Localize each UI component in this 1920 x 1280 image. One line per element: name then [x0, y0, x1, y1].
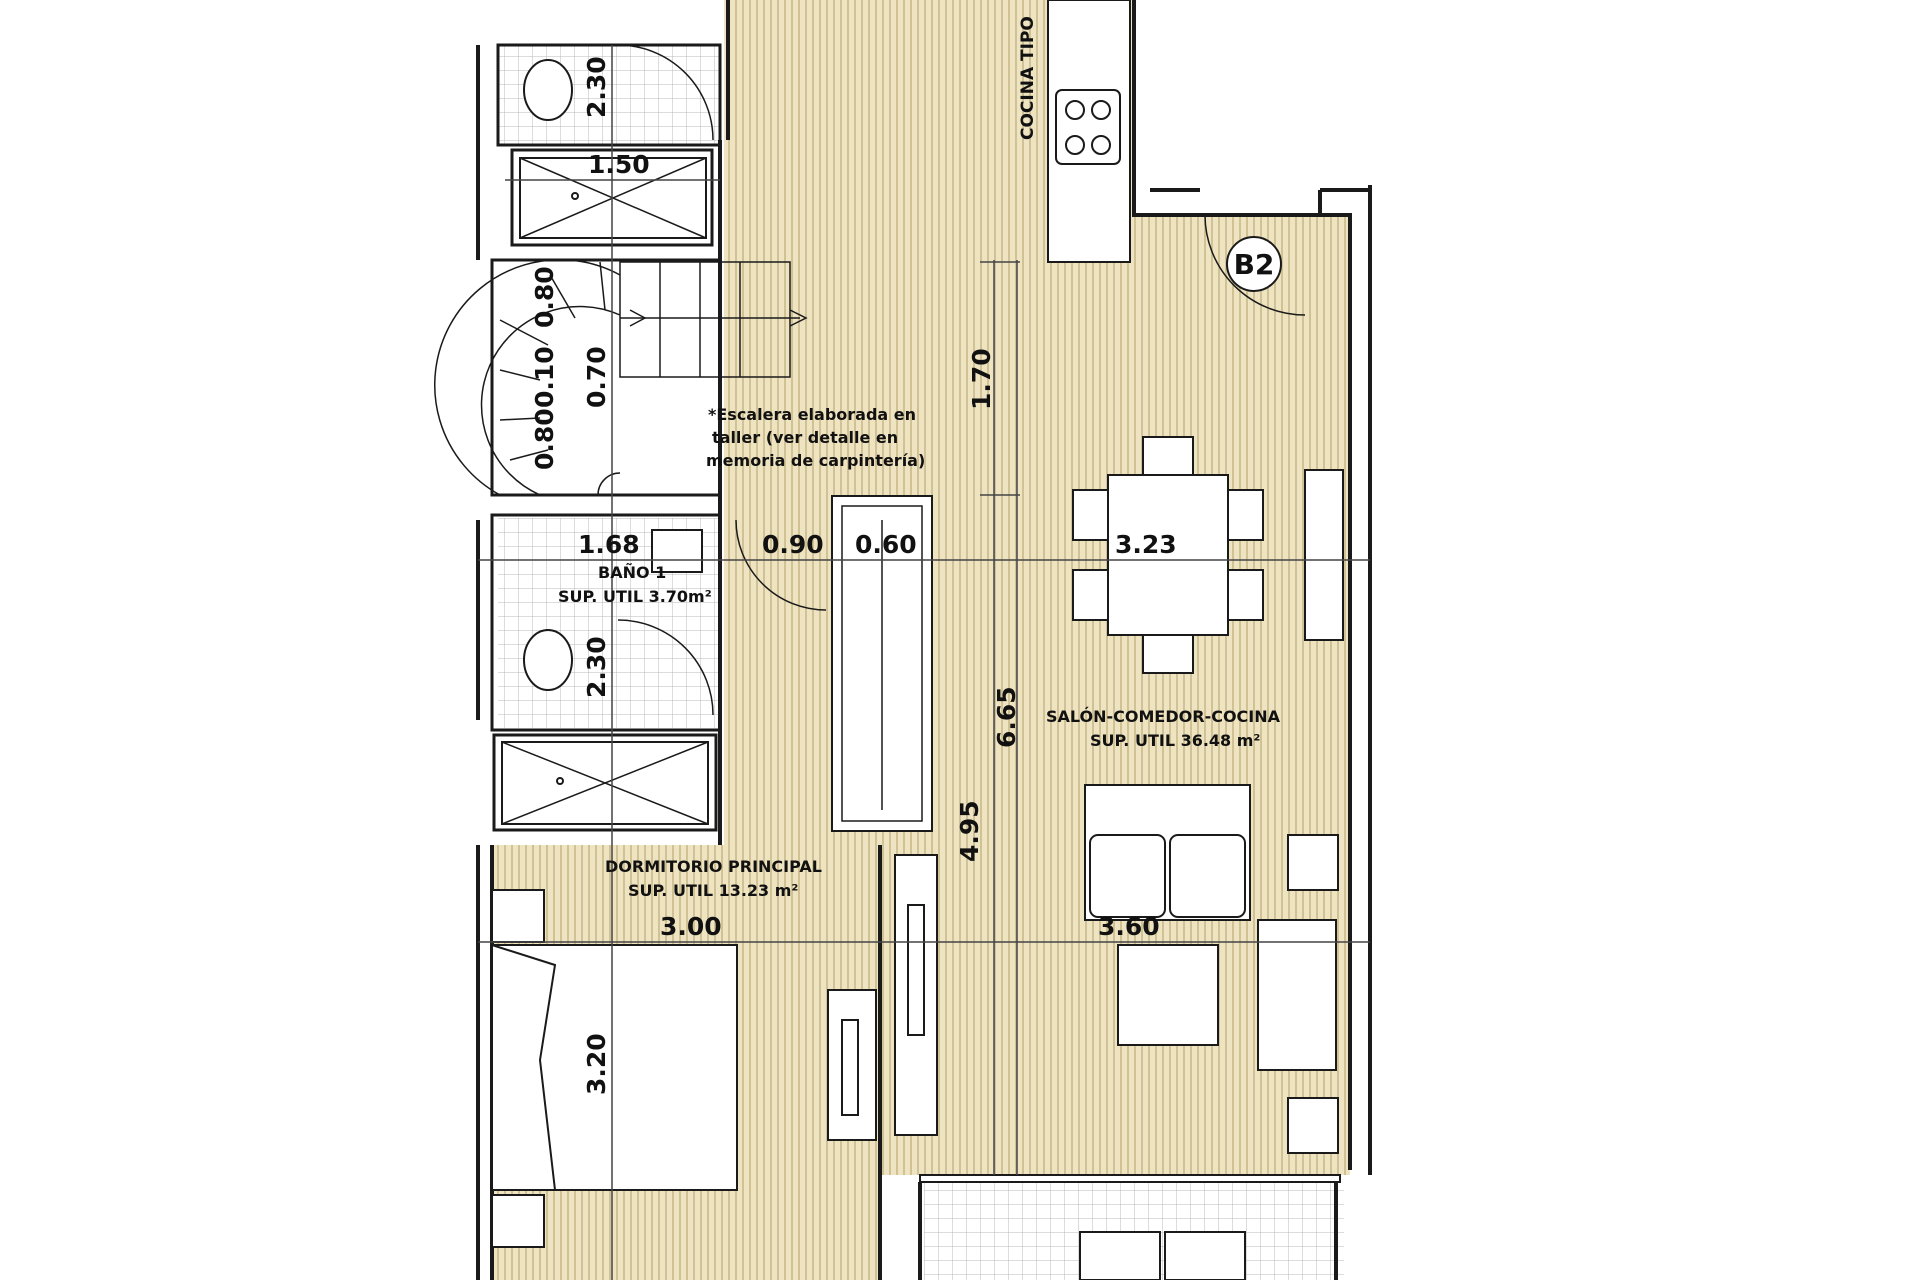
- entry-door-arc: [1204, 214, 1306, 316]
- stair-note-line3: memoria de carpintería): [706, 451, 925, 470]
- dim-6-65: 6.65: [992, 686, 1021, 748]
- unit-marker: B2: [1226, 236, 1282, 292]
- dim-2-30-mid: 2.30: [582, 636, 611, 698]
- labels: 1.50 2.30 0.80 0.10 0.70 0.80 1.70 1.68 …: [530, 16, 1281, 1095]
- dimension-lines: [478, 45, 1370, 1280]
- dim-3-20: 3.20: [582, 1033, 611, 1095]
- dim-2-30-top: 2.30: [582, 56, 611, 118]
- stair-note-line1: *Escalera elaborada en: [708, 405, 916, 424]
- dim-0-90: 0.90: [762, 530, 824, 559]
- sink-top: [523, 59, 573, 121]
- unit-marker-label: B2: [1234, 248, 1275, 281]
- room-dormitorio-name: DORMITORIO PRINCIPAL: [605, 857, 822, 876]
- dim-1-68: 1.68: [578, 530, 640, 559]
- room-cocina-name: COCINA TIPO: [1018, 16, 1038, 140]
- fixtures: [433, 0, 1344, 1280]
- toilet: [651, 529, 703, 573]
- dim-3-60: 3.60: [1098, 912, 1160, 941]
- spiral-staircase: [433, 258, 808, 496]
- room-bano-area: SUP. UTIL 3.70m²: [558, 587, 712, 606]
- cooktop: [1055, 89, 1121, 165]
- coffee-table: [1117, 944, 1219, 1046]
- dim-1-50: 1.50: [588, 150, 650, 179]
- bed: [491, 944, 738, 1191]
- dim-1-70: 1.70: [967, 348, 996, 410]
- room-bano-name: BAÑO 1: [598, 563, 666, 582]
- dim-0-70: 0.70: [582, 346, 611, 408]
- dining-table: [1107, 474, 1229, 636]
- sink-mid: [523, 629, 573, 691]
- dim-4-95: 4.95: [955, 800, 984, 862]
- room-salon-area: SUP. UTIL 36.48 m²: [1090, 731, 1260, 750]
- dim-3-23: 3.23: [1115, 530, 1177, 559]
- room-dormitorio-area: SUP. UTIL 13.23 m²: [628, 881, 798, 900]
- room-salon-name: SALÓN-COMEDOR-COCINA: [1046, 707, 1281, 726]
- dim-3-00: 3.00: [660, 912, 722, 941]
- stair-note-line2: taller (ver detalle en: [712, 428, 898, 447]
- dim-0-60: 0.60: [855, 530, 917, 559]
- dim-0-80-b: 0.80: [530, 408, 559, 470]
- dim-0-80-a: 0.80: [530, 266, 559, 328]
- dim-0-10: 0.10: [530, 346, 559, 408]
